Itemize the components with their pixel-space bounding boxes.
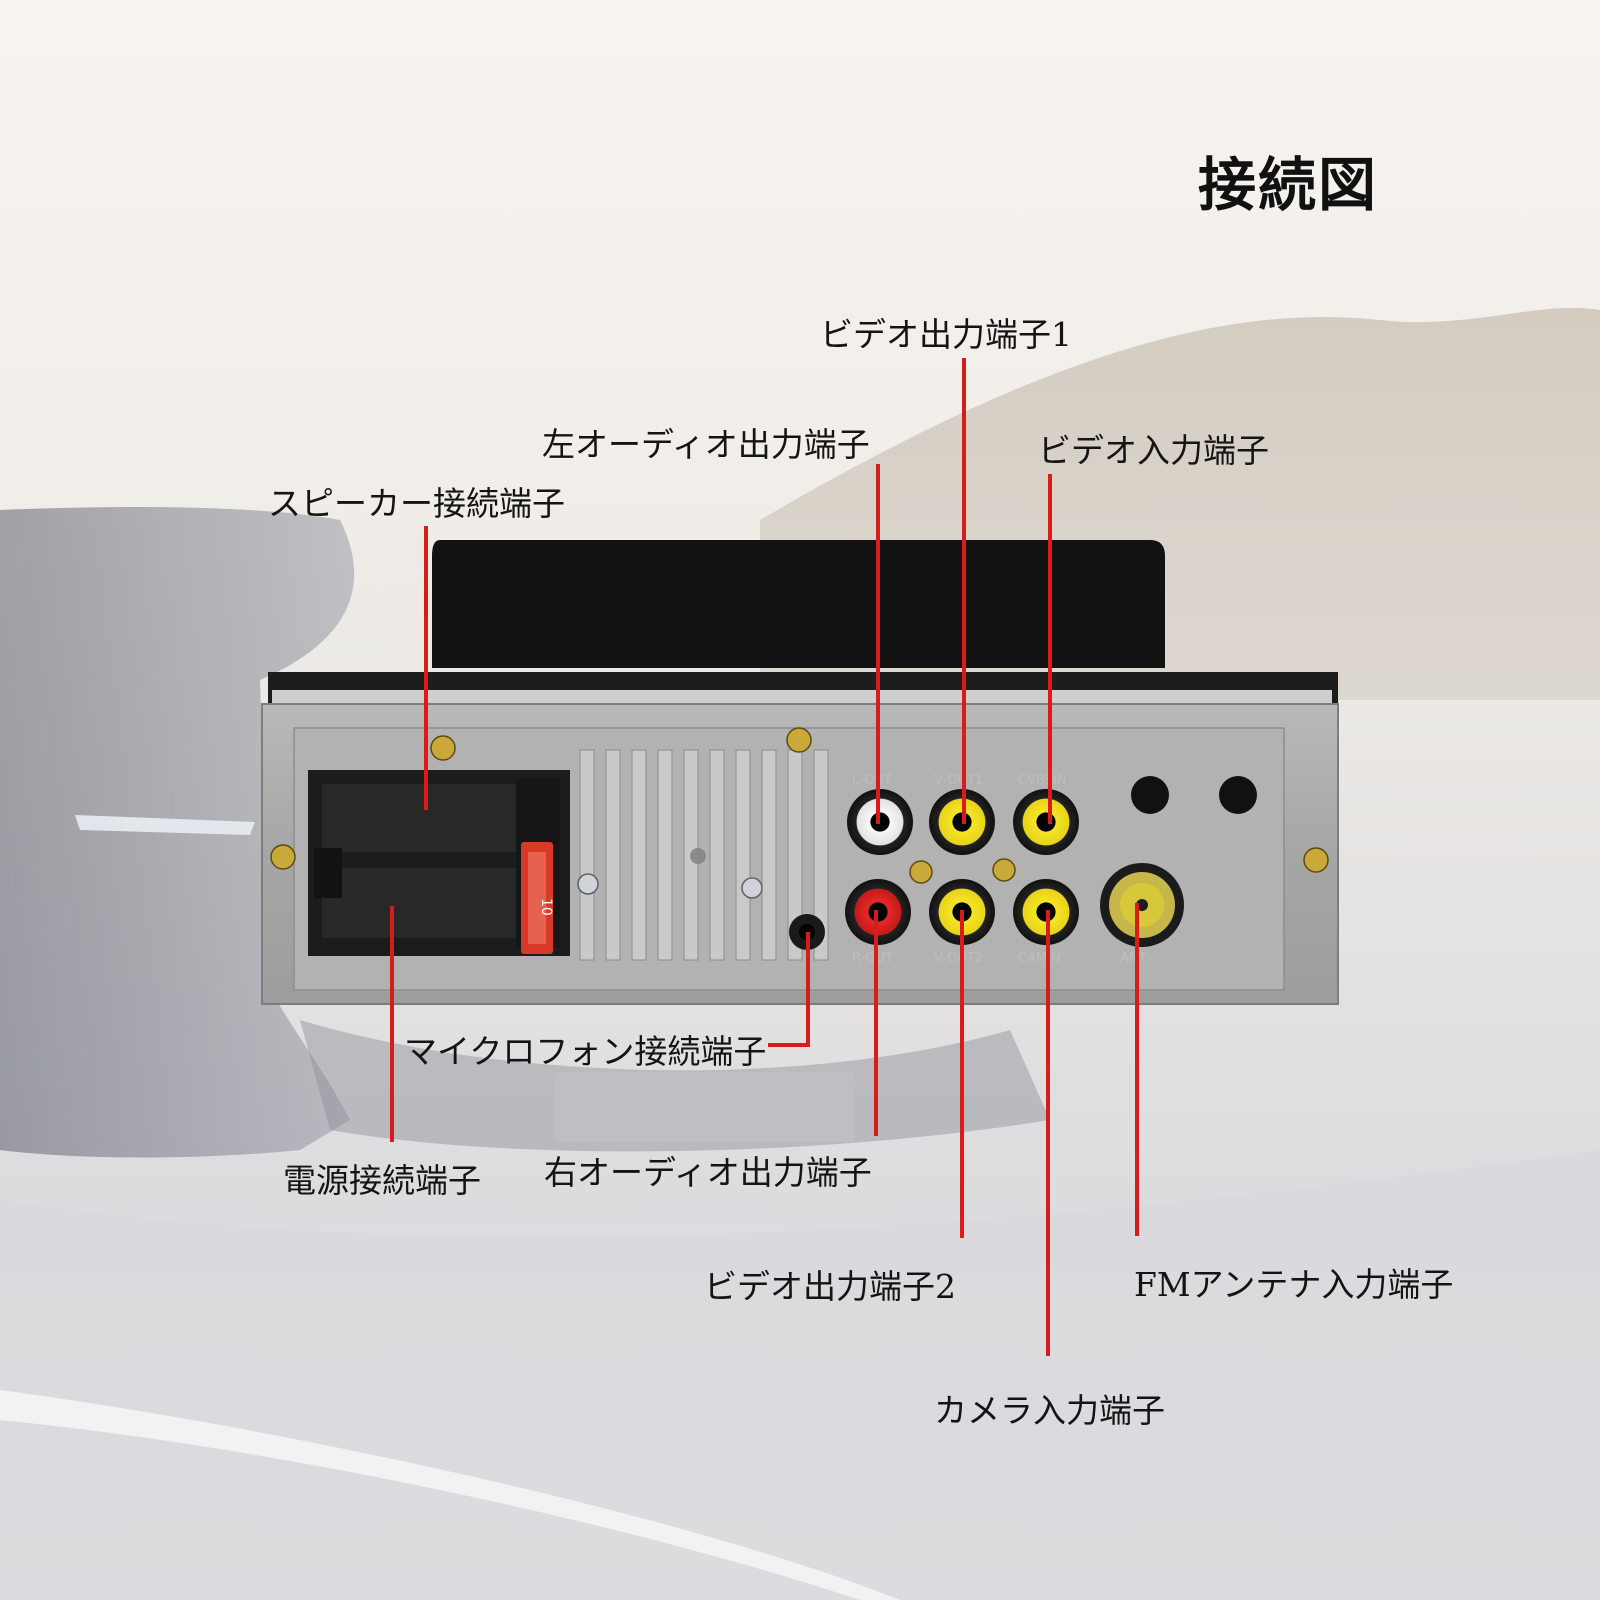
center-hole	[690, 848, 706, 864]
tag-v-out2: V-OUT2	[934, 951, 983, 966]
rca-jacks	[845, 789, 1079, 945]
license-plate	[555, 1072, 855, 1142]
road-stripe	[0, 1390, 900, 1600]
tag-v-out1: V-OUT1	[934, 773, 983, 788]
label-left-audio-out: 左オーディオ出力端子	[542, 425, 870, 464]
road	[0, 1150, 1600, 1600]
label-video-in: ビデオ入力端子	[1038, 431, 1269, 470]
tag-ant: ANT	[1120, 951, 1147, 966]
fuse-label: 10	[538, 898, 554, 916]
label-microphone: マイクロフォン接続端子	[404, 1032, 767, 1071]
car-front	[300, 1020, 1050, 1152]
label-video-out1: ビデオ出力端子1	[820, 315, 1072, 354]
label-speaker: スピーカー接続端子	[268, 484, 565, 523]
label-video-out2: ビデオ出力端子2	[704, 1267, 956, 1306]
port-hole-2	[1219, 776, 1257, 814]
label-right-audio-out: 右オーディオ出力端子	[544, 1153, 872, 1192]
car-headlight	[75, 815, 255, 835]
antenna-jack	[1100, 863, 1184, 947]
port-hole-1	[1131, 776, 1169, 814]
tag-cvbs-in: CVBSIN	[1018, 773, 1066, 788]
tag-r-out: R-OUT	[852, 951, 893, 966]
label-fm-antenna: FMアンテナ入力端子	[1134, 1265, 1454, 1304]
tag-cam-in: CAMIN	[1018, 951, 1061, 966]
label-power: 電源接続端子	[283, 1161, 481, 1200]
heat-sink	[579, 749, 829, 961]
screws	[270, 727, 1329, 884]
silver-screws	[577, 873, 763, 899]
fuse: 10	[521, 842, 554, 954]
tag-l-out: L-OUT	[852, 773, 892, 788]
cvbs-in-jack	[1013, 789, 1079, 855]
page-title: 接続図	[1198, 151, 1379, 219]
label-camera-in: カメラ入力端子	[934, 1391, 1165, 1430]
line-microphone	[768, 932, 810, 1047]
leader-lines	[390, 358, 1139, 1356]
port-tags: L-OUT V-OUT1 CVBSIN R-OUT V-OUT2 CAMIN A…	[852, 773, 1147, 966]
top-display-plate	[432, 540, 1165, 668]
